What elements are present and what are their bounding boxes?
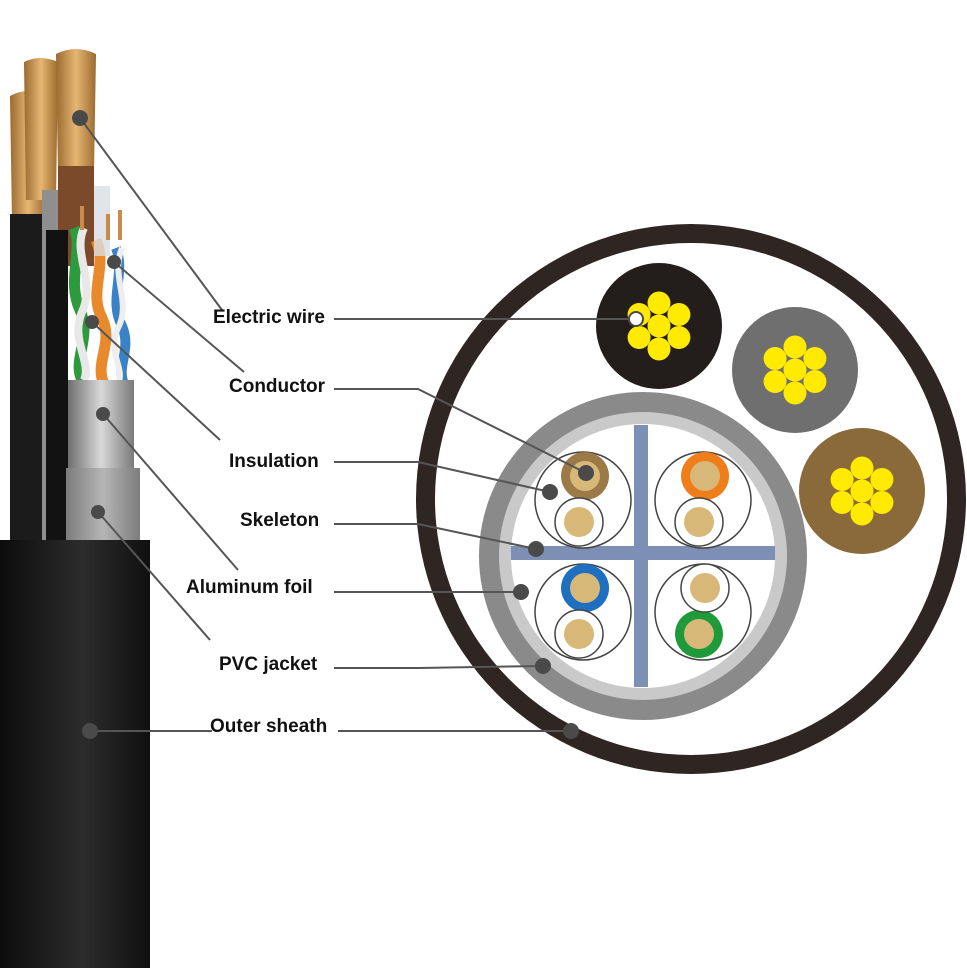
twisted-pair-white xyxy=(74,226,91,382)
dot-electric-wire-left xyxy=(72,110,88,126)
leader-insulation-right xyxy=(334,461,551,493)
strand xyxy=(667,303,691,326)
strand xyxy=(870,468,894,491)
strand xyxy=(850,502,874,526)
twisted-pair-orange xyxy=(90,237,112,387)
dot-skeleton-right xyxy=(528,541,544,557)
copper-core xyxy=(690,573,720,603)
dot-conductor-left xyxy=(107,255,121,269)
conductor-tip-2 xyxy=(106,214,110,240)
conductor-tip-1 xyxy=(80,206,84,230)
strand xyxy=(763,370,787,393)
conductor-strands xyxy=(627,291,894,526)
strand xyxy=(783,381,807,405)
copper-core xyxy=(564,507,594,537)
strand xyxy=(667,326,691,349)
dot-pvc-jacket-right xyxy=(535,658,551,674)
leader-pvc-jacket-left xyxy=(97,511,211,641)
dot-conductor-right xyxy=(578,465,594,481)
leader-insulation-left xyxy=(91,321,221,441)
strand xyxy=(783,358,807,382)
cable-cross-section xyxy=(416,224,966,774)
strand xyxy=(763,347,787,370)
aluminum-foil-layer xyxy=(68,380,134,472)
strand xyxy=(850,456,874,480)
strand xyxy=(647,337,671,361)
label-electric-wire: Electric wire xyxy=(213,307,325,328)
label-skeleton: Skeleton xyxy=(240,510,319,531)
leader-pvc-jacket-right xyxy=(334,665,544,669)
strand xyxy=(647,291,671,315)
dot-aluminum-foil-left xyxy=(96,407,110,421)
electric-wire-black-2 xyxy=(46,230,68,550)
label-aluminum-foil: Aluminum foil xyxy=(186,577,313,598)
strand xyxy=(803,370,827,393)
strand xyxy=(870,491,894,514)
label-outer-sheath: Outer sheath xyxy=(210,716,327,737)
strand xyxy=(803,347,827,370)
label-conductor: Conductor xyxy=(229,376,326,397)
conductor-tip-3 xyxy=(118,210,122,240)
copper-core xyxy=(564,619,594,649)
copper-core xyxy=(570,573,600,603)
strand xyxy=(627,326,651,349)
copper-core xyxy=(684,507,714,537)
dot-pvc-jacket-left xyxy=(91,505,105,519)
copper-bundle-mid xyxy=(24,58,58,200)
dot-insulation-right xyxy=(542,484,558,500)
strand xyxy=(830,491,854,514)
leader-skeleton-right xyxy=(334,523,537,550)
strand xyxy=(647,314,671,338)
dot-aluminum-foil-right xyxy=(513,584,529,600)
label-pvc-jacket: PVC jacket xyxy=(219,654,318,675)
dot-insulation-left xyxy=(85,315,99,329)
cable-side-view xyxy=(0,49,150,968)
twisted-pair-white-2 xyxy=(111,246,126,386)
dot-electric-wire-right xyxy=(628,311,644,327)
strand xyxy=(783,335,807,359)
leader-dots xyxy=(72,110,644,739)
strand xyxy=(830,468,854,491)
copper-core xyxy=(684,619,714,649)
leader-lines xyxy=(79,117,636,732)
strand xyxy=(850,479,874,503)
label-insulation: Insulation xyxy=(229,451,319,472)
dot-outer-sheath-right xyxy=(563,723,579,739)
leader-conductor-left xyxy=(113,261,245,373)
skeleton-horizontal xyxy=(511,546,775,560)
leader-electric-wire-left xyxy=(79,117,223,311)
dot-outer-sheath-left xyxy=(82,723,98,739)
labels: Electric wire Conductor Insulation Skele… xyxy=(186,307,327,737)
leader-aluminum-foil-left xyxy=(102,413,239,571)
copper-bundle-right xyxy=(56,49,96,172)
copper-core xyxy=(690,461,720,491)
leader-conductor-right xyxy=(334,388,585,473)
outer-sheath-body xyxy=(0,540,150,968)
